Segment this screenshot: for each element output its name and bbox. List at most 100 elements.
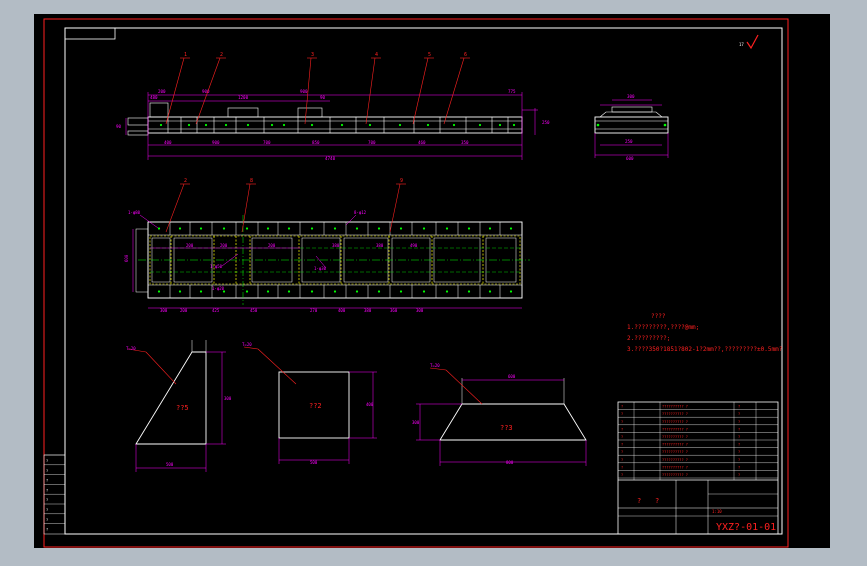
title-tick-2: ? [655, 497, 659, 505]
detail-3-height: 300 [412, 420, 420, 425]
technical-notes: ???? 1.?????????,????@mm; 2.?????????; 3… [627, 313, 783, 353]
detail-5-width: 500 [166, 462, 174, 467]
side-dim-mid: 250 [625, 139, 633, 144]
title-row-spec: ?????????? ? [662, 443, 688, 447]
drawing-frame [64, 27, 783, 535]
title-row-label: ? [621, 420, 623, 424]
front-top-dim-2: 1200 [238, 95, 249, 100]
front-bottom-dim: 850 [312, 140, 320, 145]
balloon-number: 2 [220, 52, 223, 58]
plan-leader-label: 1-φ20 [212, 286, 225, 291]
front-overall-dim: 4740 [325, 156, 336, 161]
revision-cell: ? [46, 459, 48, 463]
balloon-number: 3 [311, 52, 314, 58]
note-line-1: 1.?????????,????@mm; [627, 324, 699, 331]
title-row-spec: ?????????? ? [662, 412, 688, 416]
title-row-qty: ? [738, 465, 740, 469]
title-block: ??????????? ????????????? ????????????? … [617, 401, 779, 535]
detail-2-label: ??2 [309, 402, 322, 410]
detail-2-height: 400 [366, 402, 374, 407]
title-row-qty: ? [738, 435, 740, 439]
title-row-spec: ?????????? ? [662, 465, 688, 469]
title-row-qty: ? [738, 450, 740, 454]
detail-3-top-width: 600 [508, 374, 516, 379]
notes-title: ???? [651, 313, 666, 320]
plan-bottom-dim: 400 [338, 308, 346, 313]
title-row-spec: ?????????? ? [662, 435, 688, 439]
title-row-qty: ? [738, 420, 740, 424]
title-row-qty: ? [738, 473, 740, 477]
title-row-spec: ?????????? ? [662, 405, 688, 409]
title-row-qty: ? [738, 412, 740, 416]
revision-cell: ? [46, 528, 48, 532]
front-bottom-dim: 460 [418, 140, 426, 145]
revision-column: ???????? [43, 454, 66, 535]
front-bottom-dim: 400 [164, 140, 172, 145]
side-dim-bottom: 600 [626, 156, 634, 161]
balloon-number: 8 [250, 178, 253, 184]
front-top-dim-2: 480 [150, 95, 158, 100]
plan-leader-label: 1-φ50 [210, 264, 223, 269]
title-row-qty: ? [738, 427, 740, 431]
front-top-dim-2: 90 [320, 95, 326, 100]
front-top-dim: 775 [508, 89, 516, 94]
title-tick-1: ? [637, 497, 641, 505]
revision-cell: ? [46, 488, 48, 492]
plan-bottom-dim: 360 [390, 308, 398, 313]
title-row-qty: ? [738, 405, 740, 409]
detail-part-5: T=20 ??5 500 300 [126, 340, 232, 472]
title-row-qty: ? [738, 458, 740, 462]
plan-leader-label: 1-φ80 [128, 210, 141, 215]
plan-bottom-dim: 200 [180, 308, 188, 313]
top-left-box [64, 27, 116, 40]
plan-inner-dim: 200 [268, 243, 276, 248]
plan-leader-label: 1-φ30 [314, 266, 327, 271]
title-row-label: ? [621, 412, 623, 416]
plan-inner-dim: 200 [220, 243, 228, 248]
plan-bottom-dim: 380 [364, 308, 372, 313]
detail-3-bottom-width: 800 [506, 460, 514, 465]
balloon-number: 6 [464, 52, 467, 58]
front-bottom-dim: 700 [368, 140, 376, 145]
front-bottom-dim: 900 [212, 140, 220, 145]
title-row-spec: ?????????? ? [662, 450, 688, 454]
plan-bottom-dim: 270 [310, 308, 318, 313]
detail-3-leader: T=20 [430, 363, 440, 368]
svg-text:17: 17 [739, 42, 744, 47]
revision-cell: ? [46, 508, 48, 512]
balloon-number: 9 [400, 178, 403, 184]
title-scale: 1:10 [712, 509, 722, 514]
detail-5-height: 300 [224, 396, 232, 401]
title-row-label: ? [621, 405, 623, 409]
front-bottom-dim: 350 [461, 140, 469, 145]
balloon-number: 1 [184, 52, 187, 58]
plan-bottom-dim: 425 [212, 308, 220, 313]
plan-leader-label: 8-φ12 [354, 210, 367, 215]
title-row-label: ? [621, 427, 623, 431]
revision-cell: ? [46, 479, 48, 483]
side-view: 300 250 600 [594, 94, 669, 161]
detail-part-2: T=20 ??2 500 400 [242, 342, 377, 465]
front-height-dim: 250 [542, 120, 550, 125]
title-row-label: ? [621, 450, 623, 454]
front-top-dim: 900 [300, 89, 308, 94]
plan-bottom-dim: 300 [416, 308, 424, 313]
balloon-number: 2 [184, 178, 187, 184]
title-row-label: ? [621, 458, 623, 462]
plan-inner-dim: 380 [376, 243, 384, 248]
balloon-number: 5 [428, 52, 431, 58]
plan-inner-dim: 200 [186, 243, 194, 248]
front-top-dim: 200 [158, 89, 166, 94]
title-row-spec: ?????????? ? [662, 458, 688, 462]
title-row-label: ? [621, 465, 623, 469]
revision-cell: ? [46, 469, 48, 473]
note-line-3: 3.????350?1851?802-1?2mm??,?????????±0.5… [627, 346, 783, 353]
title-row-spec: ?????????? ? [662, 420, 688, 424]
detail-2-width: 500 [310, 460, 318, 465]
plan-inner-dim: 380 [332, 243, 340, 248]
